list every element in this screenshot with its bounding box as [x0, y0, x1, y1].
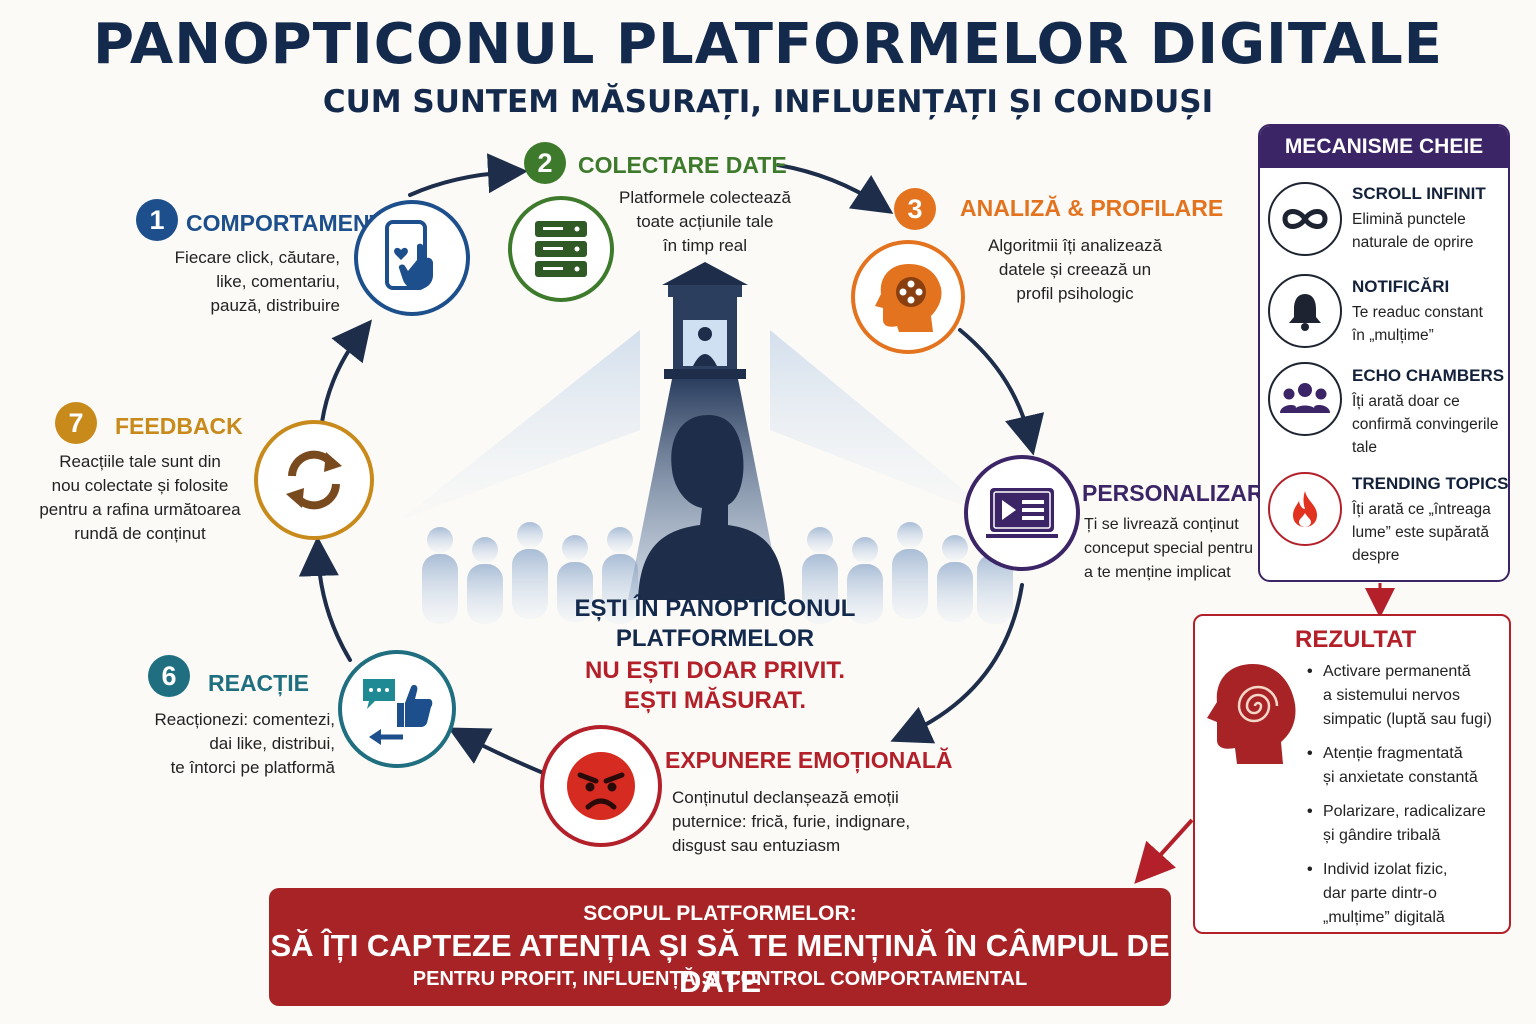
arrow-6-to-7	[298, 536, 352, 662]
center-warning: NU EȘTI DOAR PRIVIT.EȘTI MĂSURAT.	[584, 657, 846, 714]
step-6-text: Reacționezi: comentezi,dai like, distrib…	[154, 710, 335, 777]
page-subtitle: CUM SUNTEM MĂSURAȚI, INFLUENȚAȚI ȘI COND…	[322, 84, 1214, 120]
mechanism-3-title: ECHO CHAMBERS	[1352, 366, 1505, 385]
result-header: REZULTAT	[1295, 626, 1417, 653]
arrow-3-to-4	[958, 328, 1045, 456]
arrow-7-to-1	[320, 319, 372, 424]
step-1-title: COMPORTAMENT	[186, 210, 384, 236]
key-mechanisms-header: MECANISME CHEIE	[1260, 126, 1508, 168]
step-4-title: PERSONALIZARE	[1082, 480, 1279, 506]
step-2-title: COLECTARE DATE	[578, 152, 787, 178]
step-3-title: ANALIZĂ & PROFILARE	[960, 195, 1224, 221]
group-icon	[1268, 362, 1342, 436]
step-3-number: 3	[894, 188, 936, 230]
arrow-4-to-5	[890, 583, 1024, 744]
video-feed-icon	[964, 455, 1080, 571]
light-beam-right	[770, 330, 1000, 520]
crowd-silhouettes	[422, 522, 1013, 624]
angry-face-icon	[540, 725, 662, 847]
phone-touch-icon	[354, 200, 470, 316]
connector-result-goal	[1134, 818, 1194, 884]
step-7-number: 7	[55, 402, 97, 444]
step-1-text: Fiecare click, căutare,like, comentariu,…	[174, 248, 340, 315]
step-7-title: FEEDBACK	[115, 413, 243, 439]
step-6-number: 6	[148, 655, 190, 697]
mechanism-1-title: SCROLL INFINIT	[1352, 184, 1486, 203]
mechanism-4-title: TRENDING TOPICS	[1352, 474, 1509, 493]
key-mechanisms-panel: MECANISME CHEIE SCROLL INFINIT Elimină p…	[1258, 124, 1510, 582]
arrow-2-to-3	[776, 163, 894, 214]
mechanism-2-title: NOTIFICĂRI	[1352, 277, 1450, 296]
goal-purpose: PENTRU PROFIT, INFLUENȚĂ ȘI CONTROL COMP…	[412, 968, 1028, 990]
refresh-icon	[254, 420, 374, 540]
database-icon	[508, 196, 614, 302]
arrow-5-to-6	[447, 727, 550, 777]
page-title: PANOPTICONUL PLATFORMELOR DIGITALE	[92, 12, 1444, 77]
flame-icon	[1268, 472, 1342, 546]
step-2-number: 2	[524, 142, 566, 184]
head-analysis-icon	[851, 240, 965, 354]
infinity-icon	[1268, 182, 1342, 256]
person-silhouette	[638, 415, 785, 600]
step-5-title: EXPUNERE EMOȚIONALĂ	[665, 747, 953, 773]
spiral-head-icon	[1203, 660, 1299, 771]
bell-icon	[1268, 274, 1342, 348]
result-item: Individ izolat fizic,dar parte dintr-o„m…	[1305, 858, 1510, 930]
goal-label: SCOPUL PLATFORMELOR:	[583, 902, 857, 925]
goal-statement: SĂ ÎȚI CAPTEZE ATENȚIA ȘI SĂ TE MENȚINĂ …	[270, 928, 1170, 999]
arrow-1-to-2	[408, 153, 528, 197]
light-beam-left	[400, 330, 640, 520]
platform-goal-banner: SCOPUL PLATFORMELOR: SĂ ÎȚI CAPTEZE ATEN…	[269, 888, 1171, 1006]
reaction-icon	[338, 650, 456, 768]
step-6-title: REACȚIE	[208, 670, 309, 696]
step-1-number: 1	[136, 199, 178, 241]
